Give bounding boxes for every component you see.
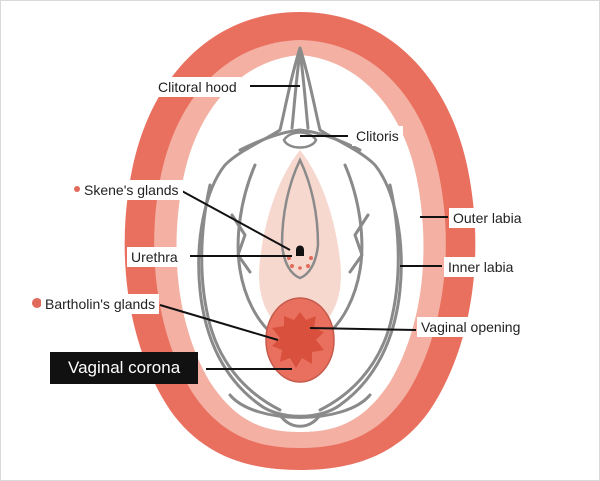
vestibule-line <box>280 157 320 280</box>
label-skenes-glands: Skene's glands <box>80 180 183 200</box>
label-clitoral-hood: Clitoral hood <box>154 77 241 97</box>
label-urethra: Urethra <box>127 247 182 267</box>
urethra-opening <box>296 245 304 256</box>
vestibule <box>259 150 341 335</box>
label-outer-labia: Outer labia <box>449 208 526 228</box>
label-vaginal-corona: Vaginal corona <box>50 352 199 384</box>
leader-lines <box>159 85 448 370</box>
bartholins-glands-legend-dot <box>32 298 42 308</box>
label-vaginal-opening: Vaginal opening <box>417 317 525 337</box>
label-inner-labia: Inner labia <box>444 257 518 277</box>
vaginal-corona-shape <box>272 312 324 368</box>
outline-strokes <box>197 46 403 428</box>
skenes-glands-legend-dot <box>74 186 80 192</box>
label-bartholins-glands: Bartholin's glands <box>41 294 160 314</box>
clitoris-shape <box>282 131 318 149</box>
label-clitoris: Clitoris <box>352 126 403 146</box>
